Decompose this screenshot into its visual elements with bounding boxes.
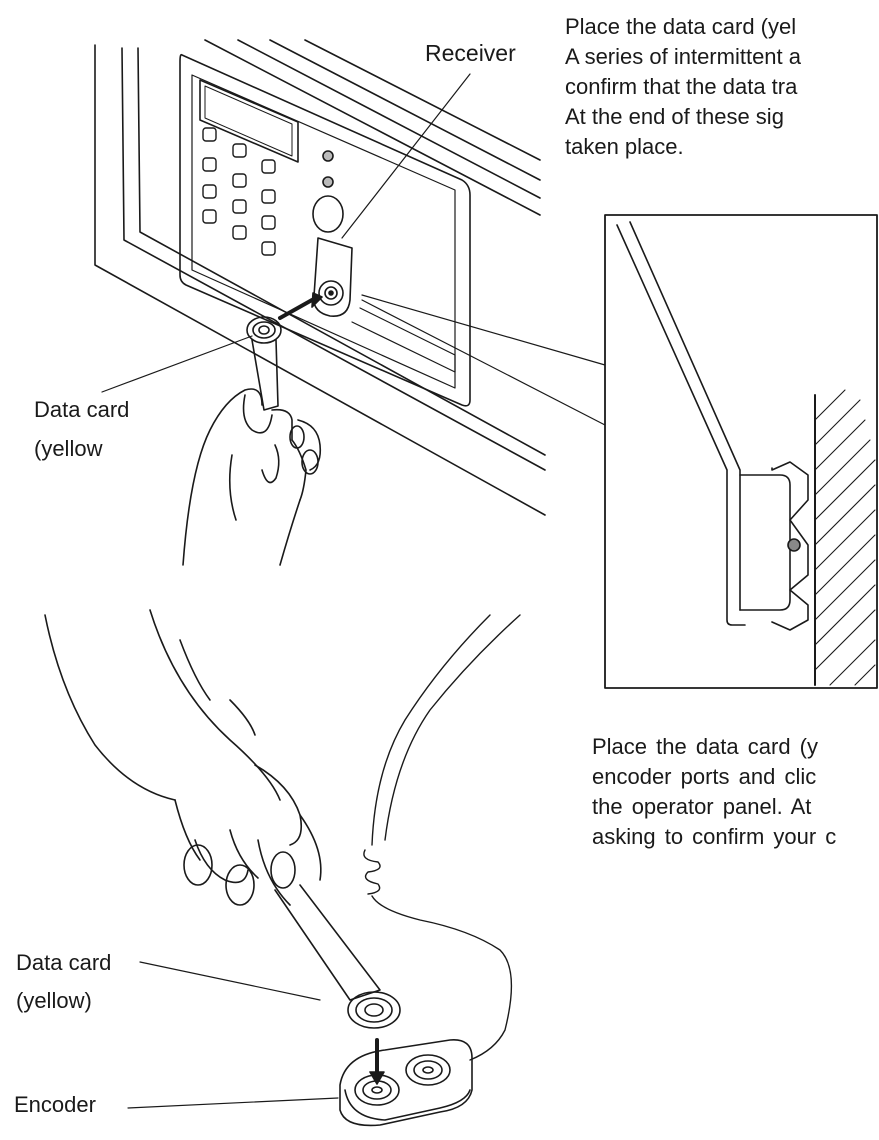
receiver-label: Receiver [425,40,516,66]
wall-hatching [814,389,876,686]
step2-instructions: Place the data card (y encoder ports and… [592,732,836,852]
step2-line: asking to confirm your c [592,824,837,849]
safe-illustration [94,39,546,566]
step1-line: confirm that the data tra [565,74,798,99]
detail-inset-frame [604,214,878,689]
data-card-bottom-leader-line [139,961,321,1001]
hand-top-illustration [182,388,322,566]
receiver-leader-line [341,73,471,239]
safe-body-outline [94,44,546,516]
display-window [199,79,299,163]
data-card-top-label-color: (yellow [34,436,103,461]
receiver-port-icon [318,280,344,306]
encoder-illustration [44,609,521,1127]
encoder-label: Encoder [14,1092,96,1117]
encoder-leader-line [127,1097,339,1109]
step1-line: A series of intermittent a [565,44,801,69]
step1-line: Place the data card (yel [565,14,797,39]
encoder-device-icon [339,1039,473,1127]
step1-line: taken place. [565,134,684,159]
knob-icon [312,195,344,233]
data-card-bottom-label: Data card [16,950,112,975]
step2-line: encoder ports and clic [592,764,817,789]
step2-line: Place the data card (y [592,734,819,759]
data-card-top-label: Data card [34,397,130,422]
status-led-icon [322,176,334,188]
step1-line: At the end of these sig [565,104,784,129]
detail-inset [361,214,878,689]
status-led-icon [322,150,334,162]
step1-instructions: Place the data card (yel A series of int… [565,12,801,162]
keypad [202,127,276,256]
hand-bottom-illustration [44,609,322,906]
data-card-bottom-label-color: (yellow) [16,988,92,1013]
safe-door-edge [121,47,546,471]
coiled-cable [363,614,521,1061]
insert-arrow [278,298,314,320]
data-card-top-leader-line [101,335,253,393]
data-card-bottom-icon [274,884,401,1029]
data-card-top-icon [246,316,282,411]
control-panel [179,53,471,407]
step2-line: the operator panel. At [592,794,812,819]
contact-pin-icon [787,538,801,552]
